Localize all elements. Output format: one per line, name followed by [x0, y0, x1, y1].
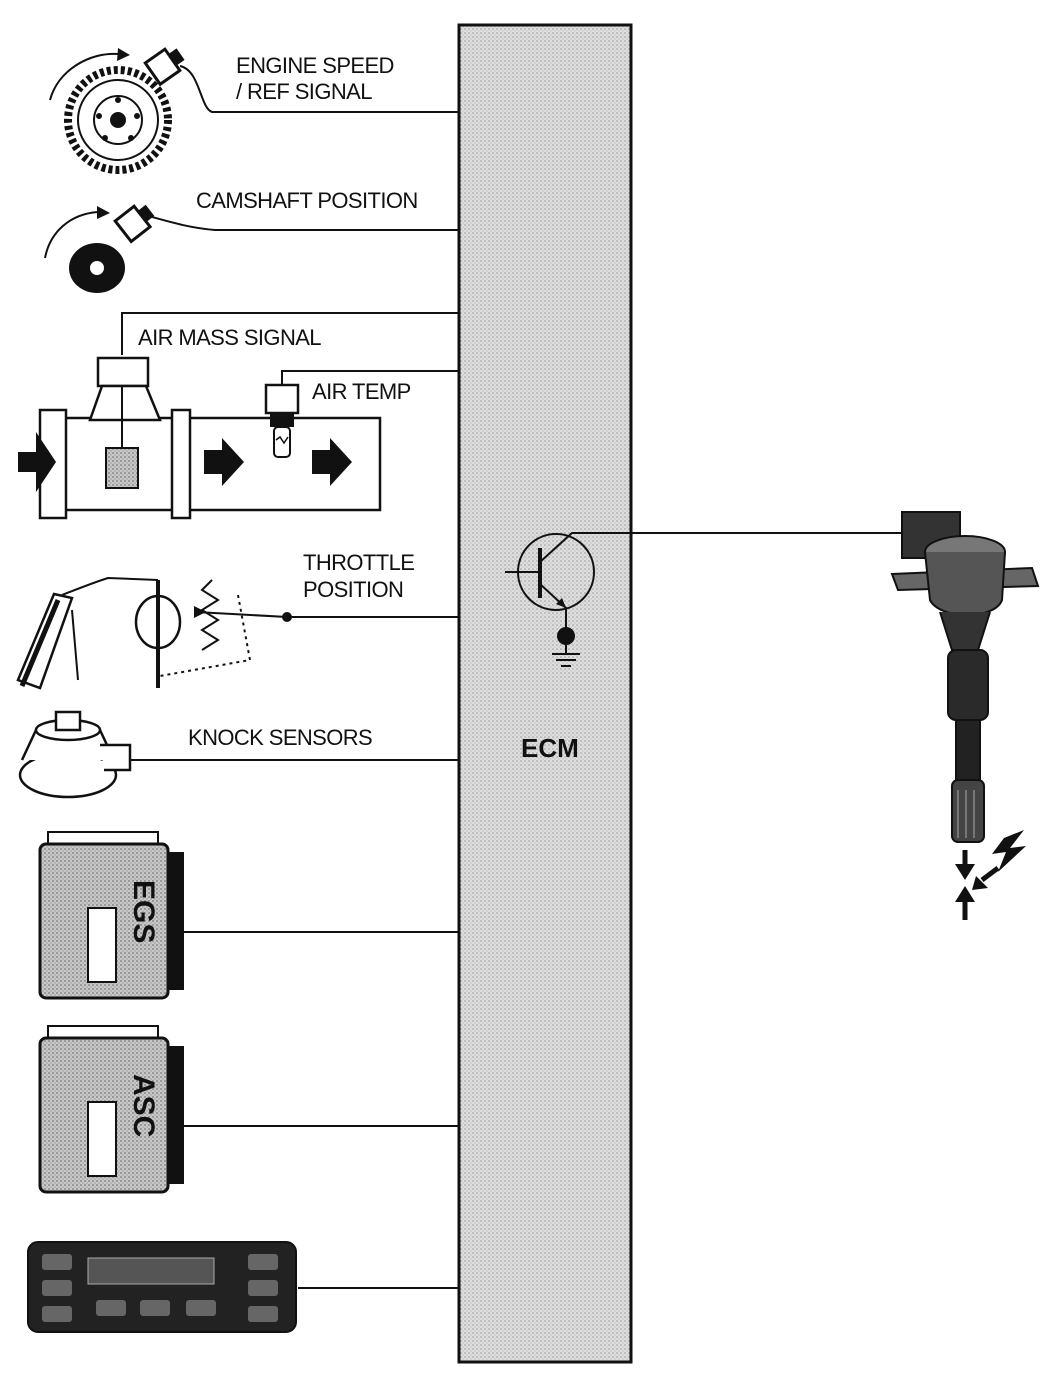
climate-control-panel-icon [27, 1241, 297, 1333]
air-temp-label: AIR TEMP [312, 379, 411, 404]
signal-lines [121, 65, 905, 1289]
spark-icon [955, 830, 1026, 920]
engine-speed-label-2: / REF SIGNAL [236, 79, 372, 104]
air-mass-meter-icon [18, 356, 382, 520]
throttle-pedal-potentiometer-icon [16, 576, 292, 690]
ecm-block [457, 23, 633, 1364]
control-module-icon: EGS [38, 831, 184, 1000]
air-temp-sensor-icon [264, 383, 300, 458]
ignition-coil-icon [890, 511, 1040, 843]
engine-speed-label-1: ENGINE SPEED [236, 53, 394, 78]
air-mass-line [121, 312, 459, 355]
camshaft-sensor-icon [44, 204, 155, 293]
throttle-label-1: THROTTLE [303, 550, 414, 575]
egs-label: EGS [127, 880, 160, 943]
transistor-icon [505, 532, 595, 633]
ecm-label: ECM [521, 733, 579, 763]
ground-icon [552, 627, 580, 667]
camshaft-label: CAMSHAFT POSITION [196, 188, 418, 213]
air-mass-label: AIR MASS SIGNAL [138, 325, 321, 350]
control-module-icon: ASC [38, 1025, 184, 1194]
crank-wheel-sensor-icon [49, 47, 185, 174]
asc-label: ASC [127, 1074, 160, 1137]
knock-sensor-icon [18, 710, 132, 799]
knock-label: KNOCK SENSORS [188, 725, 372, 750]
throttle-label-2: POSITION [303, 577, 403, 602]
camshaft-line [144, 214, 459, 231]
labels: ENGINE SPEED / REF SIGNAL CAMSHAFT POSIT… [138, 53, 579, 763]
air-temp-line [281, 370, 459, 385]
engine-speed-line [179, 65, 459, 113]
